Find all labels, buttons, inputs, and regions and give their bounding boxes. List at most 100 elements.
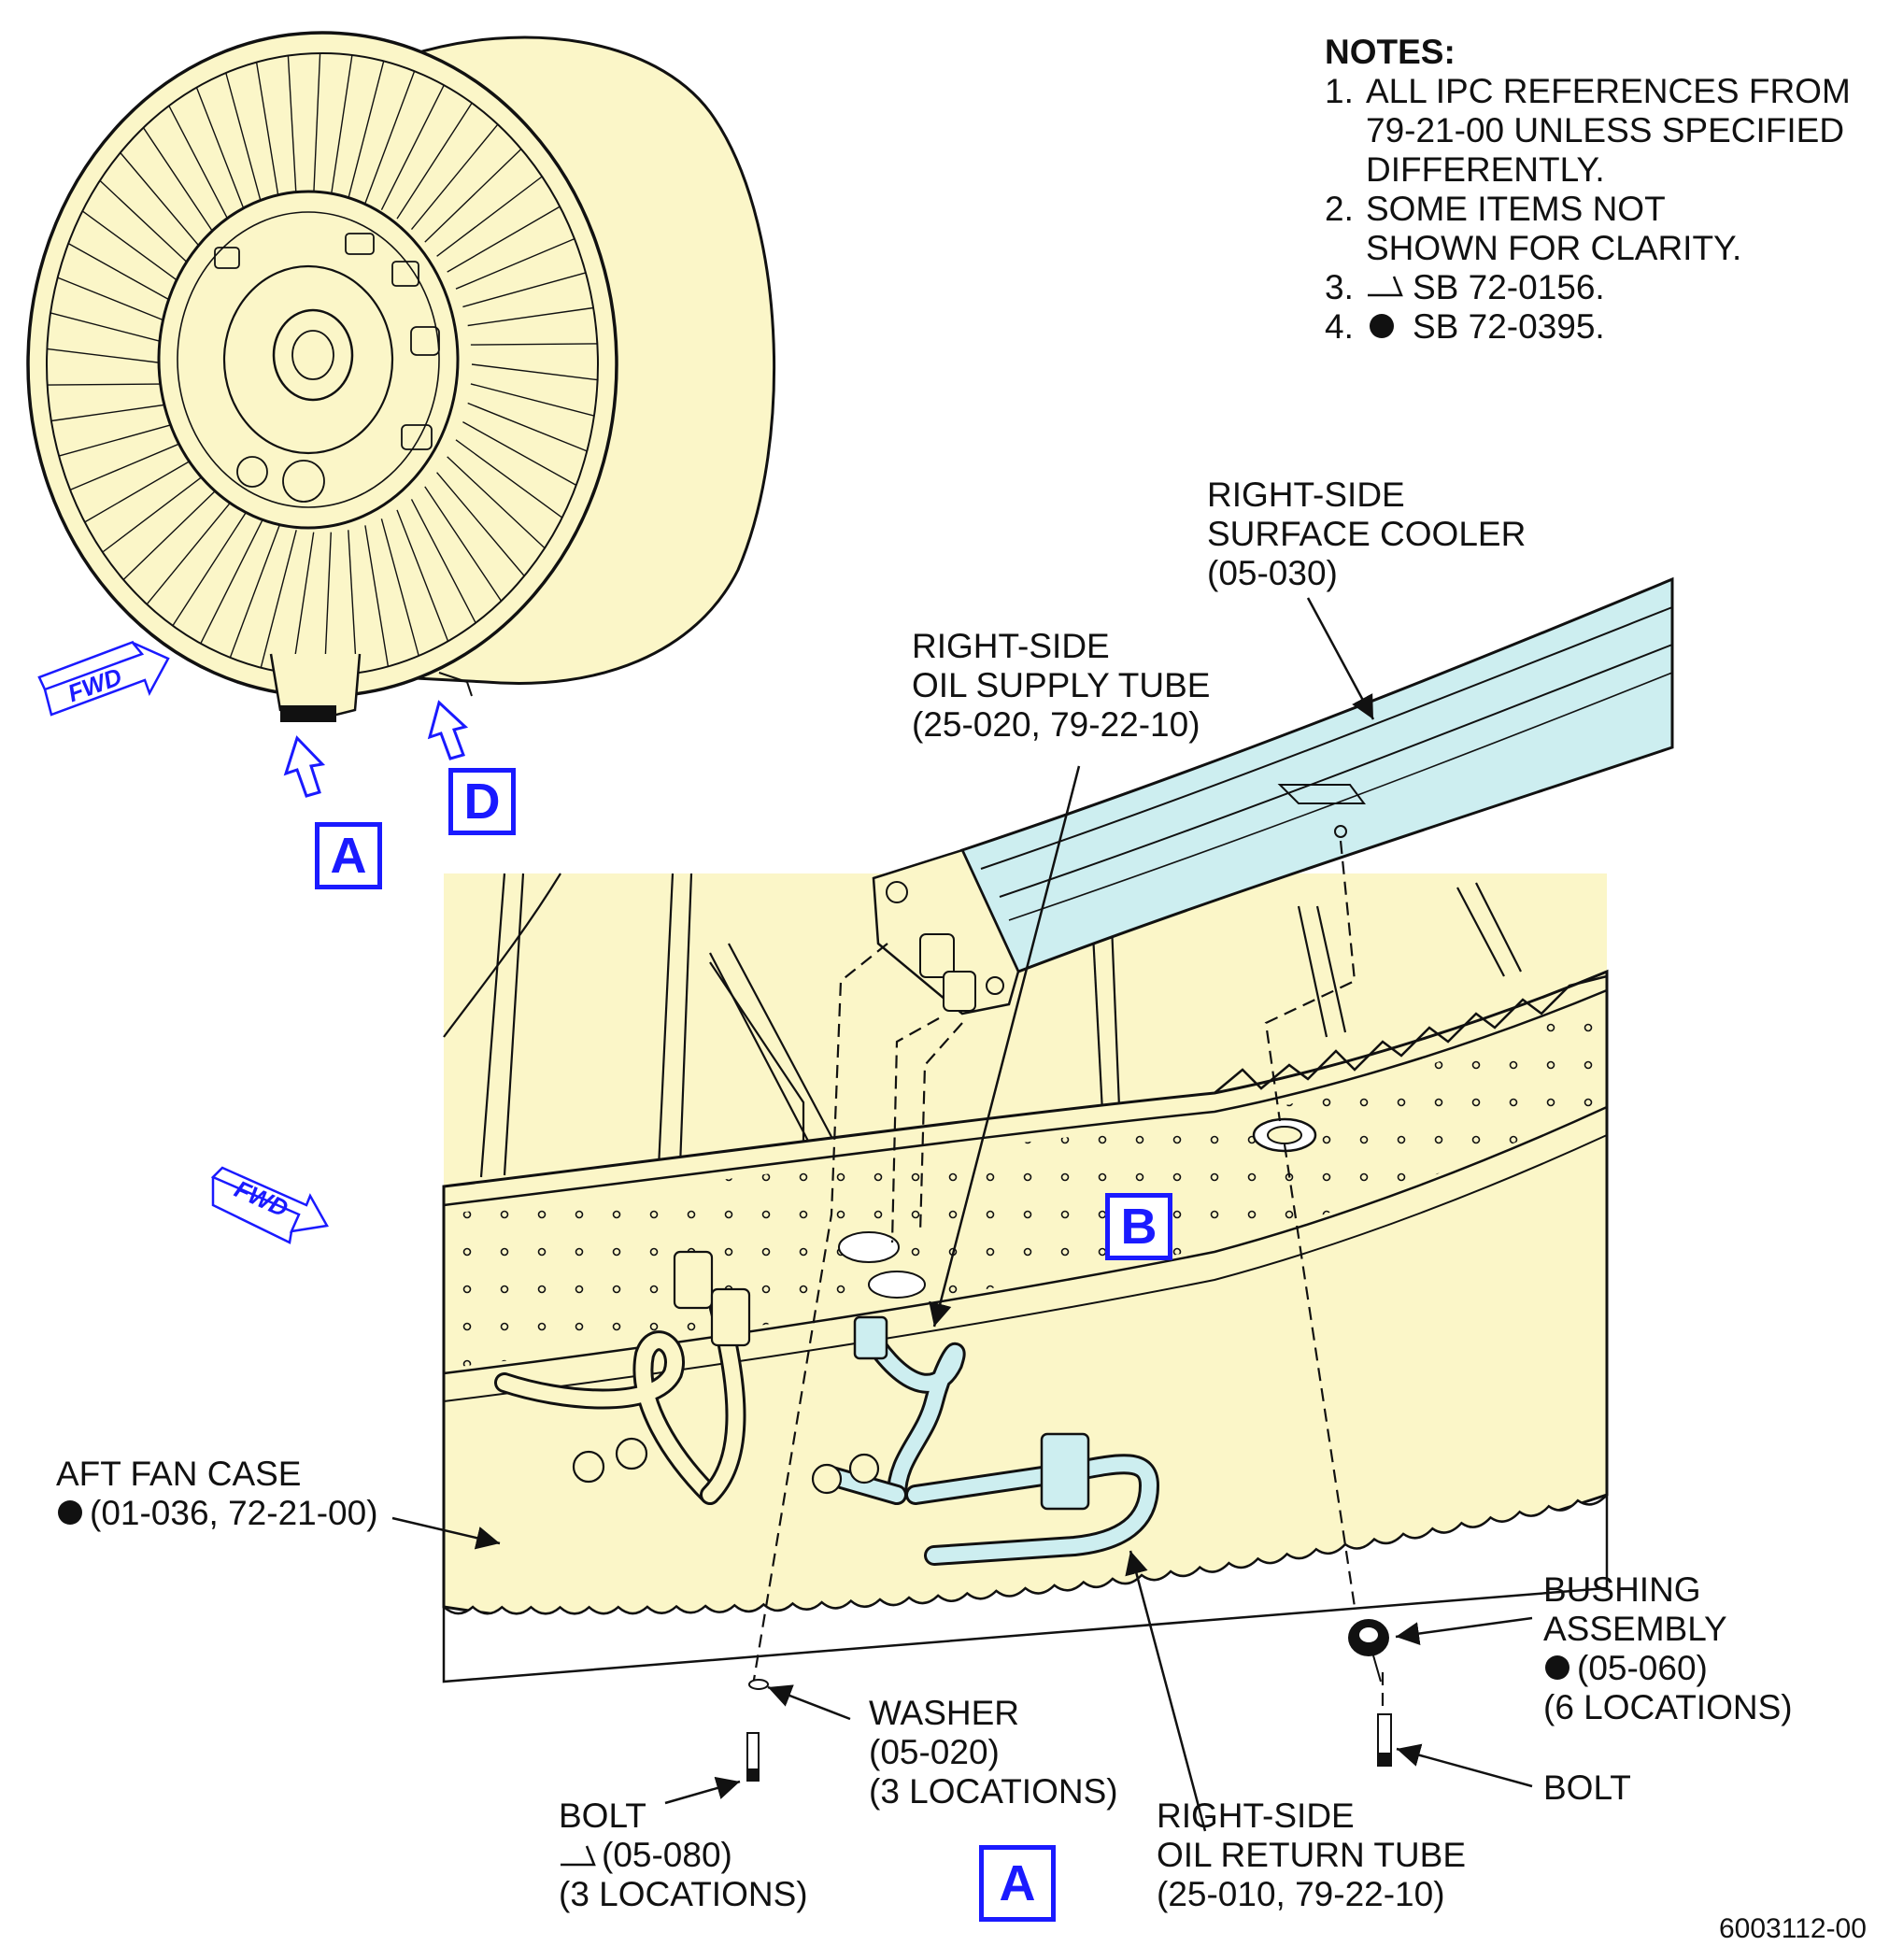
- note-4-text: SB 72-0395.: [1413, 307, 1605, 346]
- view-d-arrow: [427, 700, 469, 760]
- note-1-line-3: DIFFERENTLY.: [1366, 150, 1605, 189]
- service-bulletin-triangle-icon: [561, 1845, 596, 1867]
- fan-blade: [348, 61, 385, 199]
- drawing-number: 6003112-00: [1719, 1913, 1867, 1944]
- fan-blade: [462, 420, 577, 487]
- note-1-line-1: ALL IPC REFERENCES FROM: [1366, 72, 1851, 110]
- label-oil-supply-line-1: RIGHT-SIDE: [912, 627, 1110, 665]
- label-aft-fan-case-line-1: AFT FAN CASE: [56, 1455, 302, 1493]
- label-bolt-right: BOLT: [1543, 1768, 1631, 1807]
- note-4-number: 4.: [1325, 307, 1354, 346]
- label-surface-cooler-line-2: SURFACE COOLER: [1207, 515, 1527, 553]
- fan-blade: [255, 62, 280, 204]
- fan-blade: [172, 509, 249, 627]
- fan-blade: [467, 306, 594, 327]
- fan-blade: [462, 272, 587, 308]
- fan-blade: [168, 105, 234, 230]
- note-2-line-2: SHOWN FOR CLARITY.: [1366, 229, 1742, 267]
- fan-blade: [455, 439, 563, 518]
- fan-blade: [323, 532, 332, 676]
- fan-blade: [99, 179, 198, 273]
- service-bulletin-triangle-icon: [1368, 276, 1403, 297]
- view-a-title-box: A: [979, 1845, 1056, 1922]
- fan-blade: [396, 102, 473, 220]
- fan-blade: [120, 152, 208, 257]
- fan-blade: [84, 456, 198, 523]
- fan-blade: [410, 123, 499, 231]
- fan-blade: [436, 176, 543, 257]
- fan-blade: [57, 277, 178, 327]
- label-oil-supply-line-3: (25-020, 79-22-10): [912, 705, 1200, 744]
- label-washer-line-2: (05-020): [869, 1733, 1000, 1771]
- engine-overview: [26, 31, 776, 722]
- bolt-right: [1377, 1713, 1392, 1767]
- note-1-line-2: 79-21-00 UNLESS SPECIFIED: [1366, 111, 1845, 149]
- fan-blade: [470, 343, 598, 346]
- fan-blade: [47, 383, 175, 386]
- label-bushing-line-3: (05-060): [1577, 1649, 1708, 1687]
- label-bolt-left-line-3: (3 LOCATIONS): [559, 1875, 808, 1913]
- fan-blade: [67, 242, 182, 308]
- bushing-assembly: [1348, 1619, 1389, 1683]
- fan-blade: [424, 148, 522, 243]
- note-3-text: SB 72-0156.: [1413, 268, 1605, 306]
- fan-blade: [69, 439, 190, 491]
- note-2-line-1: SOME ITEMS NOT: [1366, 190, 1666, 228]
- fan-blade: [122, 486, 220, 581]
- label-bolt-left-line-2: (05-080): [602, 1836, 732, 1874]
- fan-blade: [447, 206, 561, 273]
- service-bulletin-dot-icon: [1370, 314, 1394, 338]
- note-2-number: 2.: [1325, 190, 1354, 228]
- fan-blade: [330, 54, 353, 197]
- fan-blade: [380, 84, 445, 211]
- fan-blade: [467, 402, 588, 452]
- fan-blade: [200, 518, 264, 645]
- label-washer-line-3: (3 LOCATIONS): [869, 1772, 1118, 1811]
- fan-blade: [47, 348, 174, 365]
- fan-blade: [455, 237, 575, 290]
- fwd-arrow-bottom: [210, 1166, 329, 1244]
- label-bushing-line-4: (6 LOCATIONS): [1543, 1688, 1793, 1726]
- fan-blade: [313, 52, 321, 197]
- label-aft-fan-case-line-2: (01-036, 72-21-00): [90, 1494, 378, 1532]
- cooler-bracket: [872, 848, 1020, 1016]
- label-bushing-line-2: ASSEMBLY: [1543, 1610, 1727, 1648]
- notes-title: NOTES:: [1325, 33, 1456, 71]
- fan-blade: [287, 55, 297, 199]
- service-bulletin-dot-icon: [58, 1500, 82, 1525]
- view-a-reference-box: A: [315, 822, 382, 889]
- fan-blade: [364, 525, 390, 667]
- note-3-number: 3.: [1325, 268, 1354, 306]
- fan-blade: [291, 532, 315, 675]
- service-bulletin-dot-icon: [1545, 1655, 1569, 1680]
- fan-blade: [447, 456, 546, 549]
- washer: [748, 1679, 769, 1690]
- label-oil-supply-line-2: OIL SUPPLY TUBE: [912, 666, 1211, 704]
- fan-blade: [364, 70, 416, 204]
- fan-blade: [225, 72, 264, 210]
- view-a-arrow: [283, 735, 326, 798]
- fan-blade: [229, 525, 280, 659]
- fwd-arrow-top: [37, 640, 170, 717]
- fan-blade: [81, 210, 190, 290]
- fan-blade: [146, 498, 234, 605]
- surface-cooler: [959, 576, 1674, 973]
- fan-blade: [424, 486, 503, 602]
- bolt-left: [746, 1732, 760, 1782]
- view-d-reference-box: D: [448, 768, 516, 835]
- fan-blade: [348, 530, 358, 674]
- label-oil-return-line-1: RIGHT-SIDE: [1157, 1797, 1355, 1835]
- label-washer-line-1: WASHER: [869, 1694, 1020, 1732]
- label-bushing-line-1: BUSHING: [1543, 1570, 1701, 1609]
- fan-blade: [195, 87, 249, 220]
- fan-blade: [470, 383, 595, 417]
- fan-blade: [102, 472, 208, 553]
- fan-blade: [50, 402, 178, 422]
- fan-blade: [410, 499, 476, 624]
- label-surface-cooler-line-3: (05-030): [1207, 554, 1338, 592]
- label-surface-cooler-line-1: RIGHT-SIDE: [1207, 476, 1405, 514]
- detail-a-view: [442, 873, 1609, 1683]
- view-b-reference-box: B: [1105, 1193, 1172, 1260]
- fan-blade: [260, 530, 297, 668]
- fan-blade: [58, 420, 182, 457]
